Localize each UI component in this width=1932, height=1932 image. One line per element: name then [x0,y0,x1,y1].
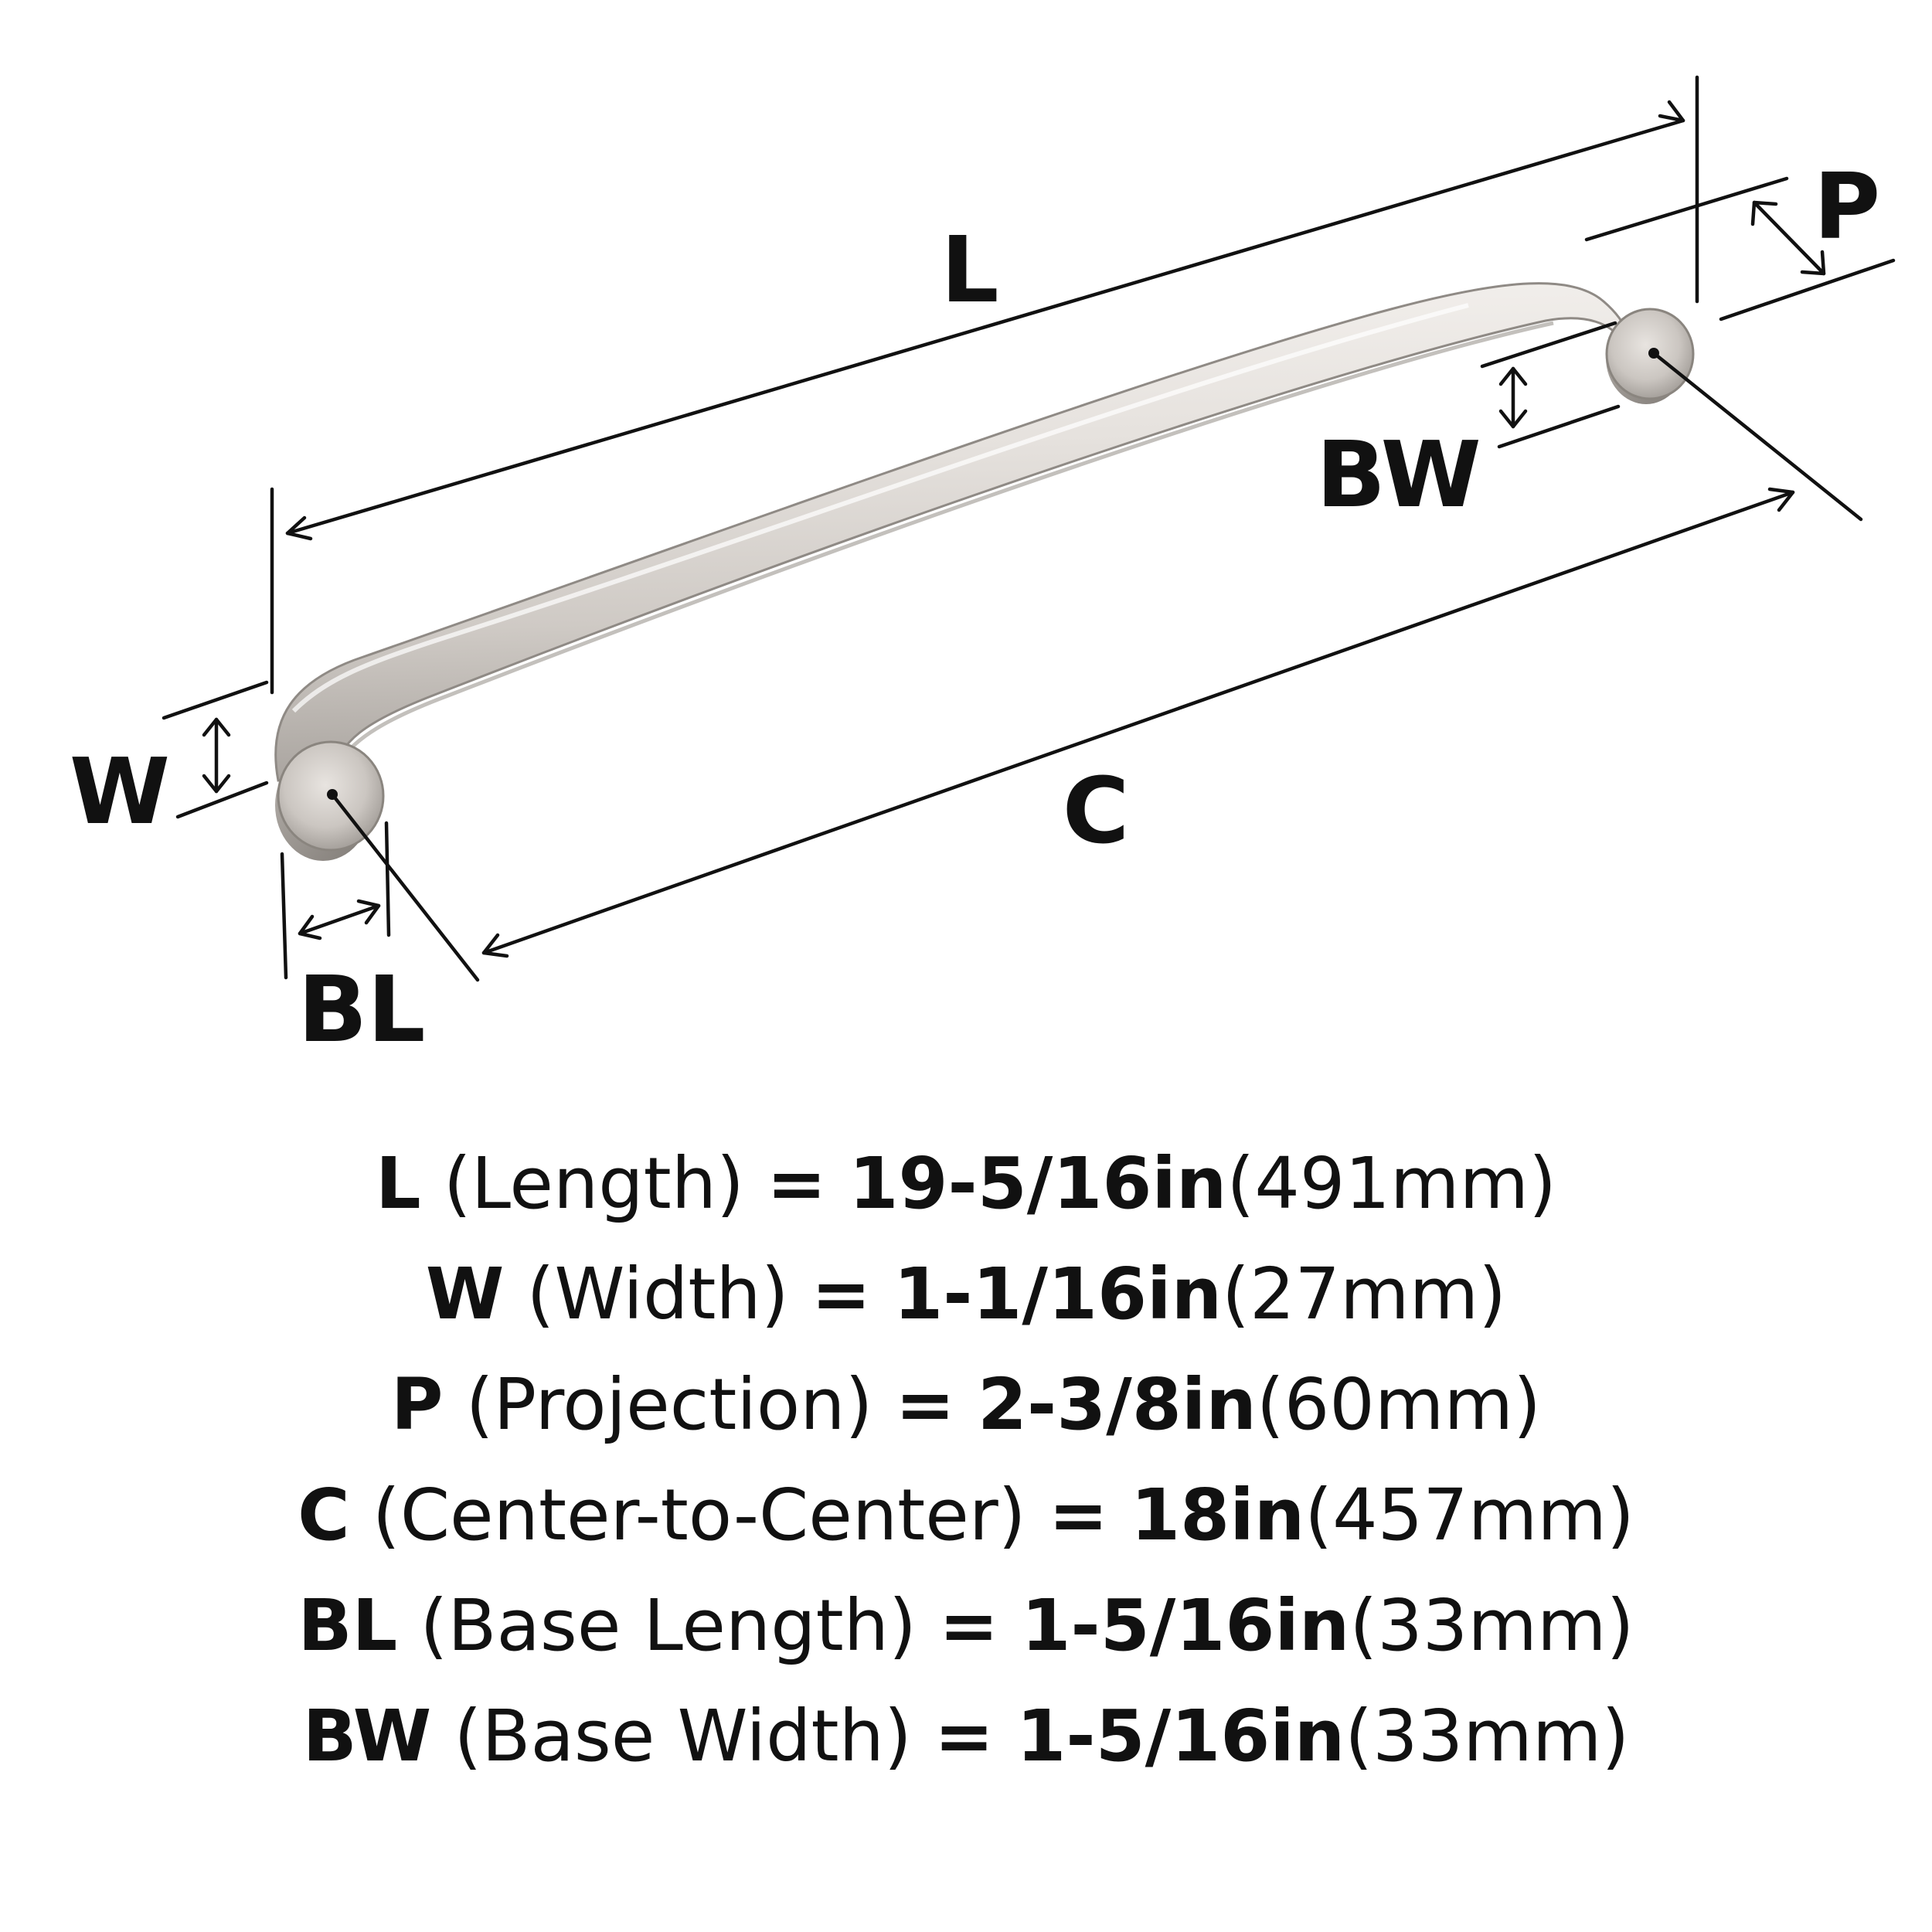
bl-extension-right [384,821,391,937]
handle-bar-highlight [291,303,1469,713]
p-arrow-top [1750,200,1778,226]
label-l: L [940,216,998,323]
c-extension-left [330,792,480,982]
spec-name: (Base Width) [454,1695,912,1777]
bw-arrow-top [1498,366,1528,386]
dimension-lines [162,75,1896,982]
spec-name: (Length) [443,1142,744,1225]
spec-equals: = [767,1142,827,1225]
spec-equals: = [939,1584,999,1667]
spec-metric: (491mm) [1226,1142,1557,1225]
spec-metric: (33mm) [1349,1584,1634,1667]
bw-extension-top [1480,321,1617,369]
spec-name: (Width) [526,1253,789,1335]
w-extension-top [162,680,269,720]
spec-equals: = [1048,1474,1108,1556]
spec-symbol: BL [298,1584,398,1667]
spec-name: (Center-to-Center) [372,1474,1026,1556]
bl-arrow-left [298,914,322,940]
c-arrow-right [1767,487,1795,512]
p-extension-bottom [1719,258,1896,321]
specification-list: L (Length) = 19-5/16in(491mm) W (Width) … [0,1128,1932,1791]
spec-projection: P (Projection) = 2-3/8in(60mm) [0,1349,1932,1460]
spec-equals: = [934,1695,995,1777]
spec-imperial: 18in [1131,1474,1305,1556]
spec-symbol: C [298,1474,350,1556]
spec-metric: (457mm) [1304,1474,1634,1556]
spec-symbol: L [375,1142,421,1225]
bw-extension-bottom [1497,404,1621,449]
spec-metric: (33mm) [1345,1695,1630,1777]
w-arrow-bottom [202,774,231,794]
bl-arrow-right [356,899,381,925]
spec-metric: (27mm) [1222,1253,1507,1335]
spec-center-to-center: C (Center-to-Center) = 18in(457mm) [0,1460,1932,1570]
label-p: P [1814,153,1880,260]
label-w: W [70,738,170,845]
spec-imperial: 1-5/16in [1021,1584,1350,1667]
c-arrow-left [481,933,509,958]
label-bw: BW [1316,421,1481,528]
l-dimension-line [285,118,1685,536]
spec-base-width: BW (Base Width) = 1-5/16in(33mm) [0,1681,1932,1791]
spec-imperial: 2-3/8in [978,1363,1257,1446]
spec-width: W (Width) = 1-1/16in(27mm) [0,1239,1932,1349]
spec-imperial: 1-1/16in [893,1253,1223,1335]
l-arrow-right [1658,100,1685,123]
w-extension-bottom [175,781,269,819]
label-c: C [1063,757,1130,864]
spec-symbol: P [391,1363,444,1446]
spec-base-length: BL (Base Length) = 1-5/16in(33mm) [0,1570,1932,1681]
c-extension-right [1651,351,1863,522]
spec-symbol: BW [302,1695,432,1777]
spec-name: (Base Length) [420,1584,917,1667]
label-bl: BL [298,956,425,1063]
spec-imperial: 19-5/16in [849,1142,1227,1225]
spec-equals: = [895,1363,955,1446]
p-arrow-bottom [1800,250,1826,276]
spec-symbol: W [425,1253,505,1335]
handle-bar [274,282,1628,782]
pull-handle-illustration [274,282,1695,861]
c-dimension-line [481,490,1795,955]
spec-metric: (60mm) [1256,1363,1541,1446]
spec-length: L (Length) = 19-5/16in(491mm) [0,1128,1932,1239]
handle-bar-shadow [338,321,1554,763]
spec-equals: = [811,1253,871,1335]
bw-arrow-bottom [1498,409,1528,429]
bl-extension-left [280,852,288,980]
spec-name: (Projection) [465,1363,873,1446]
p-dimension-line [1752,200,1826,276]
bl-dimension-line [298,903,381,936]
spec-imperial: 1-5/16in [1016,1695,1345,1777]
w-arrow-top [202,717,231,737]
l-arrow-left [285,515,313,541]
dimension-labels: L P BW W C BL [70,153,1880,1063]
p-extension-top [1584,176,1789,242]
